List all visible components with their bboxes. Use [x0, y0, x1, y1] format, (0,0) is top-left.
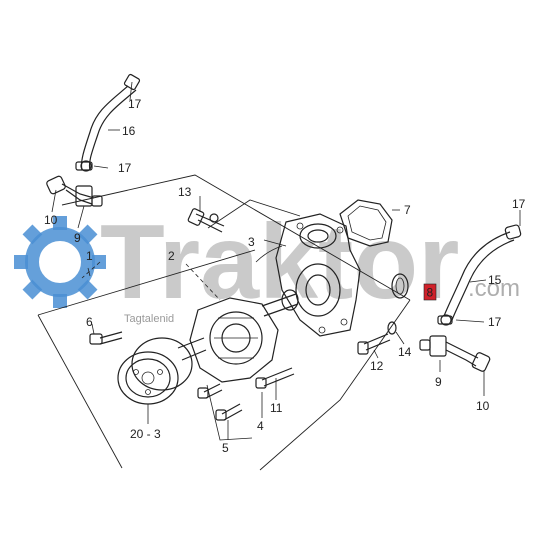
callout-10[interactable]: 10: [476, 399, 490, 413]
bolt-13: [187, 208, 225, 233]
bolt-12: [357, 333, 391, 355]
callout-10[interactable]: 10: [44, 213, 58, 227]
callouts: 17 16 17 10 9 13 3 7 1 2 6 17 15 17 14 1…: [44, 97, 526, 455]
callout-4[interactable]: 4: [257, 419, 264, 433]
assembly-frame: [37, 174, 411, 471]
bolt-6: [89, 331, 123, 345]
o-ring-8: [391, 273, 409, 299]
bolt-11: [255, 367, 295, 389]
callout-17[interactable]: 17: [488, 315, 502, 329]
callout-11[interactable]: 11: [270, 401, 283, 415]
callout-15[interactable]: 15: [488, 273, 502, 287]
pump-housing: [255, 213, 361, 337]
callout-16[interactable]: 16: [122, 124, 136, 138]
hose-right: [437, 224, 522, 326]
hose-left: [75, 73, 141, 172]
callout-2[interactable]: 2: [168, 249, 175, 263]
watermark-tagline: Tagtalenid: [124, 313, 174, 325]
callout-5[interactable]: 5: [222, 441, 229, 455]
gasket-7: [339, 199, 393, 247]
watermark: Traktor .com Tagtalenid: [14, 203, 520, 325]
leader-lines: [51, 81, 521, 440]
callout-9[interactable]: 9: [435, 375, 442, 389]
fitting-right: [419, 335, 491, 372]
callout-17[interactable]: 17: [118, 161, 132, 175]
callout-9[interactable]: 9: [74, 231, 81, 245]
highlight-label[interactable]: 8: [427, 286, 434, 300]
callout-6[interactable]: 6: [86, 315, 93, 329]
watermark-brand: Traktor: [100, 203, 459, 321]
callout-14[interactable]: 14: [398, 345, 412, 359]
callout-20-3[interactable]: 20 - 3: [130, 427, 161, 441]
washer-14: [387, 321, 397, 335]
highlight-box: [423, 283, 437, 301]
callout-1[interactable]: 1: [86, 249, 93, 263]
fitting-left: [46, 175, 103, 207]
callout-17[interactable]: 17: [512, 197, 526, 211]
callout-17[interactable]: 17: [128, 97, 142, 111]
callout-3[interactable]: 3: [248, 235, 255, 249]
callout-13[interactable]: 13: [178, 185, 192, 199]
callout-12[interactable]: 12: [370, 359, 384, 373]
bolt-5: [197, 383, 243, 421]
callout-7[interactable]: 7: [404, 203, 411, 217]
watermark-suffix: .com: [468, 275, 520, 302]
